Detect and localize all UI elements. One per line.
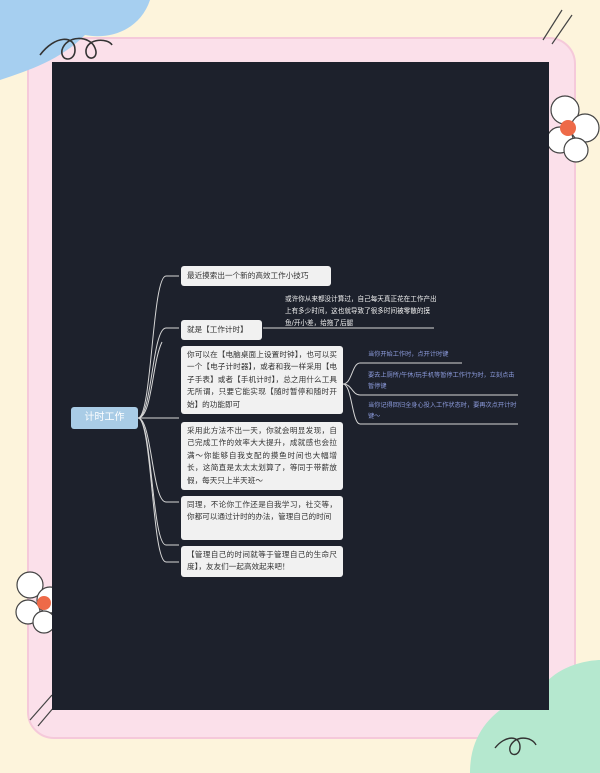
doodle-swirl bbox=[39, 37, 113, 60]
corner-stroke bbox=[542, 9, 563, 41]
leaf-text: 当你记得回归全身心投入工作状态时，要再次点开计时键～ bbox=[368, 402, 517, 420]
connector bbox=[137, 341, 163, 419]
connector bbox=[137, 275, 179, 419]
branch-node: 同理，不论你工作还是自我学习，社交等，你都可以通过计时的办法，管理自己的时间 bbox=[181, 496, 343, 540]
corner-stroke bbox=[29, 694, 53, 721]
branch-node: 采用此方法不出一天，你就会明显发现，自己完成工作的效率大大提升，成就感也会拉满～… bbox=[181, 422, 343, 490]
leaf-text: 当你开始工作时，点开计时键 bbox=[368, 351, 449, 358]
connector bbox=[137, 417, 179, 546]
root-node: 计时工作 bbox=[71, 407, 138, 429]
connector bbox=[342, 383, 518, 425]
flower-right-icon bbox=[546, 95, 600, 163]
note-text: 或许你从来都没计算过，自己每天真正花在工作产出上有多少时间，这也就导致了很多时间… bbox=[285, 295, 437, 327]
corner-stroke bbox=[551, 14, 573, 45]
doodle-swirl bbox=[494, 737, 537, 756]
branch-node: 你可以在【电脑桌面上设置时钟】，也可以买一个【电子计时器】，或者和我一样采用【电… bbox=[181, 346, 343, 414]
branch-node: 【管理自己的时间就等于管理自己的生命尺度】，友友们一起高效起来吧！ bbox=[181, 546, 343, 577]
leaf-text: 要去上厕所/午休/玩手机等暂停工作行为时，立刻点击暂停键 bbox=[368, 372, 515, 390]
connector-lines bbox=[137, 275, 518, 563]
blue-corner-blob bbox=[0, 0, 150, 80]
flower-left-icon bbox=[15, 571, 64, 634]
connector bbox=[137, 417, 179, 563]
branch-node: 就是【工作计时】 bbox=[181, 320, 262, 340]
green-corner-blob bbox=[470, 660, 600, 773]
connector bbox=[342, 362, 462, 385]
mindmap-panel: 计时工作 最近摸索出一个新的高效工作小技巧 就是【工作计时】 或许你从来都没计算… bbox=[52, 62, 549, 710]
connector bbox=[137, 417, 179, 503]
branch-node: 最近摸索出一个新的高效工作小技巧 bbox=[181, 266, 331, 286]
connector bbox=[137, 327, 179, 419]
connector bbox=[342, 383, 518, 396]
